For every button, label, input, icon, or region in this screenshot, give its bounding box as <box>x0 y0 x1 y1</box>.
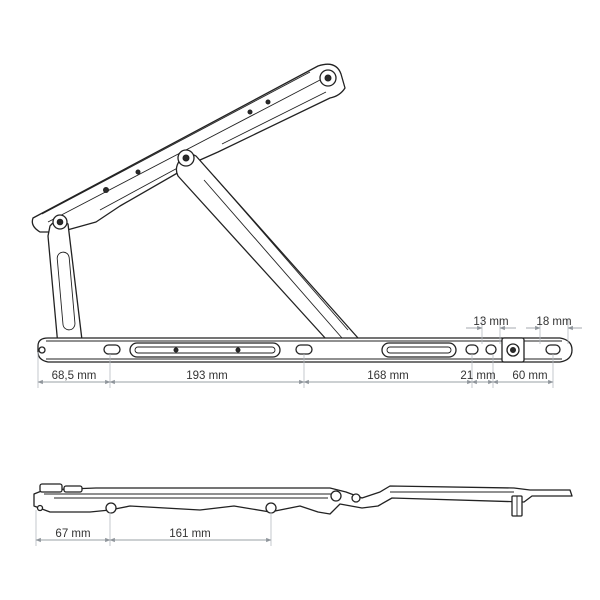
short-link <box>47 214 83 359</box>
arm-hole <box>247 109 253 115</box>
side-slot <box>265 502 277 514</box>
base-slot <box>465 344 479 355</box>
sash-arm <box>31 63 346 233</box>
dim-label-161: 161 mm <box>169 528 211 540</box>
main-brace <box>175 149 361 359</box>
top-view: 68,5 mm 193 mm 168 mm 21 mm 60 mm 13 mm … <box>31 63 582 388</box>
base-long-slot <box>381 342 457 358</box>
side-left-tab <box>39 483 63 493</box>
side-rivet <box>351 493 361 503</box>
dim-label-68-5: 68,5 mm <box>52 370 97 382</box>
arm-end-rivet-center <box>324 74 332 82</box>
base-long-slot <box>129 342 281 358</box>
dim-label-67: 67 mm <box>55 528 90 540</box>
top-dimension-lines <box>37 325 582 385</box>
arm-hole <box>103 187 109 193</box>
base-slot <box>545 344 561 355</box>
brace-top-pivot-center <box>182 154 190 162</box>
dim-label-18: 18 mm <box>536 316 571 328</box>
base-slot <box>103 344 121 355</box>
short-link-slot <box>56 251 76 331</box>
base-slot <box>485 344 497 355</box>
dim-label-60: 60 mm <box>512 370 547 382</box>
dim-label-21: 21 mm <box>460 370 495 382</box>
dim-label-168: 168 mm <box>367 370 409 382</box>
base-hole <box>38 346 46 354</box>
side-slot <box>105 502 117 514</box>
base-bar <box>37 337 573 363</box>
side-view: 67 mm 161 mm <box>33 483 573 546</box>
side-rivet <box>330 490 342 502</box>
dim-label-193: 193 mm <box>186 370 228 382</box>
arm-hole <box>265 99 271 105</box>
base-slot <box>295 344 313 355</box>
side-hole <box>36 504 44 512</box>
side-left-tab <box>63 485 83 493</box>
short-link-top-pivot-center <box>56 218 64 226</box>
dim-label-13: 13 mm <box>473 316 508 328</box>
arm-hole <box>135 169 141 175</box>
